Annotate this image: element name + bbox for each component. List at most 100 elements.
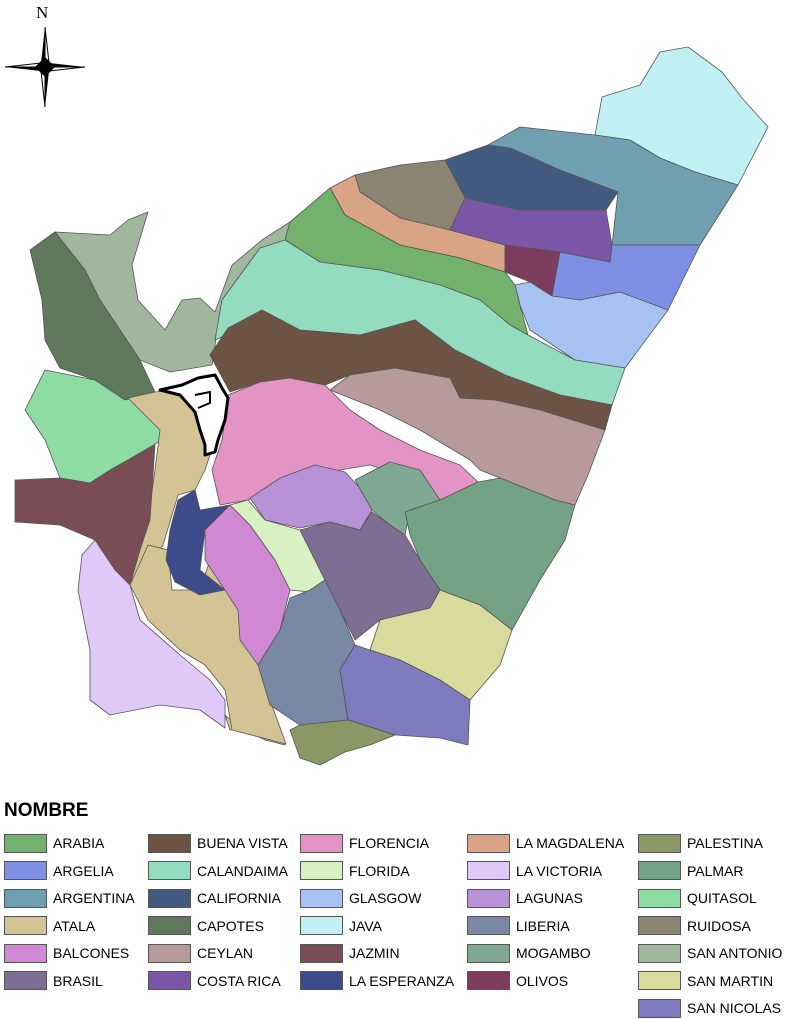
legend-item: CALIFORNIA [148, 887, 281, 909]
legend-swatch [467, 916, 510, 935]
legend-swatch [300, 943, 343, 963]
legend-label: PALESTINA [687, 835, 763, 851]
legend-label: ARGELIA [53, 862, 114, 879]
region-ceylan[interactable] [329, 367, 606, 506]
legend-label: FLORENCIA [349, 835, 430, 851]
legend-swatch [148, 971, 191, 990]
legend-item: ARGELIA [4, 860, 114, 882]
region-la-esperanza[interactable] [165, 489, 231, 596]
legend-label: SAN ANTONIO [687, 945, 783, 961]
legend-swatch [148, 888, 191, 908]
legend-swatch [300, 888, 343, 908]
legend-swatch [148, 943, 191, 963]
legend-swatch [300, 833, 343, 853]
legend-swatch [638, 888, 681, 908]
legend: ARABIA ARGELIA ARGENTINA ATALA BALCONES BRASI… [0, 832, 787, 1019]
legend-swatch [467, 861, 510, 880]
legend-item: JAVA [300, 915, 382, 937]
legend-label: GLASGOW [349, 890, 422, 906]
legend-swatch [638, 971, 681, 990]
legend-swatch [467, 943, 510, 963]
legend-item: BUENA VISTA [148, 832, 288, 854]
legend-label: BUENA VISTA [197, 835, 288, 851]
legend-item: GLASGOW [300, 887, 421, 909]
legend-label: CAPOTES [197, 917, 264, 934]
legend-item: ATALA [4, 915, 95, 937]
legend-item: MOGAMBO [467, 942, 591, 964]
legend-label: JAVA [349, 917, 382, 934]
region-la-victoria[interactable] [77, 539, 226, 729]
legend-item: LA MAGDALENA [467, 832, 624, 854]
legend-swatch [638, 861, 681, 880]
legend-item: JAZMIN [300, 942, 400, 964]
legend-label: CALIFORNIA [197, 890, 282, 906]
legend-swatch [4, 943, 47, 963]
legend-label: LAGUNAS [516, 890, 583, 906]
legend-item: RUIDOSA [638, 915, 751, 937]
legend-item: FLORENCIA [300, 832, 429, 854]
legend-item: QUITASOL [638, 887, 757, 909]
compass-rose-icon [4, 26, 86, 108]
legend-item: LIBERIA [467, 915, 570, 937]
legend-item: SAN NICOLAS [638, 997, 781, 1019]
legend-swatch [467, 971, 510, 990]
legend-swatch [638, 998, 681, 1018]
region-jazmin[interactable] [14, 444, 156, 586]
legend-swatch [300, 916, 343, 935]
legend-item: PALESTINA [638, 832, 763, 854]
legend-swatch [4, 971, 47, 990]
legend-label: BRASIL [53, 972, 103, 989]
legend-label: CEYLAN [197, 945, 254, 961]
legend-item: ARGENTINA [4, 887, 135, 909]
legend-swatch [4, 833, 47, 853]
legend-item: LA ESPERANZA [300, 970, 454, 992]
legend-label: ARGENTINA [53, 890, 135, 906]
legend-label: FLORIDA [349, 862, 410, 879]
legend-label: PALMAR [687, 862, 744, 879]
region-san-nicolas[interactable] [339, 644, 471, 746]
legend-swatch [4, 916, 47, 935]
legend-swatch [148, 833, 191, 853]
legend-swatch [300, 861, 343, 880]
region-glasgow[interactable] [514, 281, 669, 369]
legend-label: COSTA RICA [197, 972, 281, 989]
legend-item: ARABIA [4, 832, 104, 854]
legend-label: MOGAMBO [516, 945, 591, 961]
legend-label: QUITASOL [687, 890, 757, 906]
legend-item: COSTA RICA [148, 970, 281, 992]
legend-label: SAN MARTIN [687, 972, 774, 989]
legend-label: BALCONES [53, 945, 130, 961]
legend-item: CALANDAIMA [148, 860, 288, 882]
legend-item: OLIVOS [467, 970, 568, 992]
legend-swatch [300, 971, 343, 990]
legend-label: LIBERIA [516, 917, 570, 934]
legend-swatch [638, 833, 681, 853]
legend-item: CEYLAN [148, 942, 253, 964]
legend-swatch [148, 916, 191, 935]
legend-item: PALMAR [638, 860, 744, 882]
region-palestina[interactable] [289, 719, 396, 766]
legend-label: ATALA [53, 917, 96, 934]
legend-item: BRASIL [4, 970, 103, 992]
map [4, 26, 769, 766]
legend-label: RUIDOSA [687, 917, 751, 934]
legend-swatch [4, 888, 47, 908]
north-label: N [36, 3, 49, 22]
legend-item: BALCONES [4, 942, 129, 964]
legend-label: OLIVOS [516, 972, 569, 989]
legend-swatch [4, 861, 47, 880]
legend-item: SAN MARTIN [638, 970, 773, 992]
legend-swatch [467, 888, 510, 908]
legend-label: LA ESPERANZA [349, 972, 455, 989]
legend-label: SAN NICOLAS [687, 1000, 782, 1016]
legend-label: CALANDAIMA [197, 862, 289, 879]
legend-item: CAPOTES [148, 915, 264, 937]
legend-label: ARABIA [53, 835, 105, 851]
legend-item: SAN ANTONIO [638, 942, 782, 964]
legend-label: LA MAGDALENA [516, 835, 625, 851]
legend-swatch [148, 861, 191, 880]
region-selected-inner-line [194, 391, 211, 409]
legend-swatch [467, 833, 510, 853]
legend-item: FLORIDA [300, 860, 410, 882]
legend-swatch [638, 916, 681, 935]
